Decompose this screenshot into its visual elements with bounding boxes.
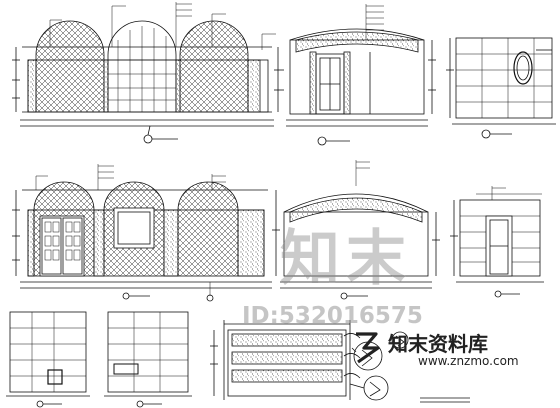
elevation-e-vault bbox=[280, 160, 440, 300]
elevation-g-small-tiled-wall bbox=[6, 311, 90, 408]
detail-callouts bbox=[349, 331, 470, 403]
elevation-f-tiled-wall-door bbox=[450, 186, 544, 298]
brand-name: 知末资料库 bbox=[388, 332, 488, 356]
watermark-text-cn: 知末 bbox=[280, 224, 412, 294]
elevation-a-three-arches bbox=[12, 2, 284, 144]
elevation-c-tiled-wall-mirror bbox=[446, 37, 556, 139]
elevation-d-three-arches-doors bbox=[12, 164, 280, 302]
elevation-b-vault-door bbox=[286, 4, 436, 146]
watermark-id: ID:532016575 bbox=[242, 303, 423, 329]
elevation-h-tiled-wall-basin bbox=[104, 311, 192, 408]
cabinet-section-detail bbox=[210, 320, 361, 400]
brand-url: www.znzmo.com bbox=[418, 354, 519, 368]
znzmo-logo-icon bbox=[356, 332, 380, 364]
